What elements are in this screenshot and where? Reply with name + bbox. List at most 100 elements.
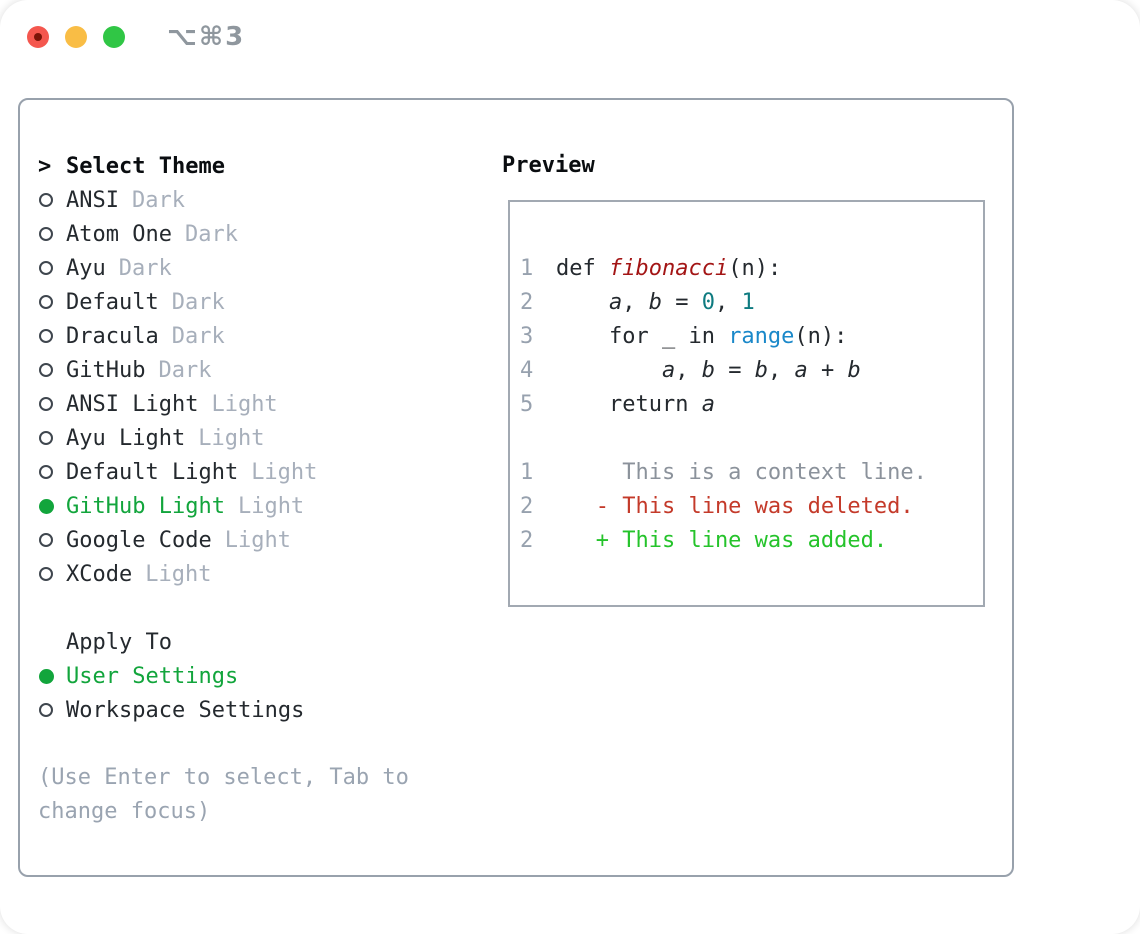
line-number: 1 — [520, 459, 534, 485]
option-label: ANSI Light — [66, 391, 199, 417]
theme-variant-tag: Dark — [171, 289, 225, 315]
radio-marker — [38, 363, 66, 377]
radio-selected-icon — [39, 668, 54, 684]
option-label: Atom One — [66, 221, 172, 247]
theme-variant-tag: Light — [211, 391, 278, 417]
code-text: return a — [556, 391, 715, 417]
preview-line: 5 return a — [520, 387, 983, 421]
radio-icon — [39, 193, 53, 207]
preview-line: 2 a, b = 0, 1 — [520, 285, 983, 319]
code-text: + This line was added. — [556, 527, 888, 553]
line-number: 2 — [520, 493, 534, 519]
theme-option[interactable]: GitHub Dark — [38, 353, 468, 387]
spacer — [38, 727, 468, 761]
radio-marker — [38, 668, 66, 684]
theme-variant-tag: Light — [251, 459, 318, 485]
theme-option[interactable]: Default Dark — [38, 285, 468, 319]
option-label: User Settings — [66, 663, 239, 689]
theme-option[interactable]: ANSI Light Light — [38, 387, 468, 421]
theme-option[interactable]: Atom One Dark — [38, 217, 468, 251]
theme-option[interactable]: GitHub Light Light — [38, 489, 468, 523]
code-text: for _ in range(n): — [556, 323, 848, 349]
radio-marker — [38, 465, 66, 479]
preview-title: Preview — [502, 153, 595, 178]
preview-line — [520, 421, 983, 455]
theme-option[interactable]: Default Light Light — [38, 455, 468, 489]
code-text: This is a context line. — [556, 459, 927, 485]
window-shortcut-label: ⌥⌘3 — [167, 22, 246, 52]
hint-line-2: change focus) — [38, 799, 211, 824]
line-number: 2 — [520, 289, 534, 315]
theme-variant-tag: Light — [198, 425, 265, 451]
option-label: ANSI — [66, 187, 119, 213]
radio-marker — [38, 261, 66, 275]
line-number: 2 — [520, 527, 534, 553]
radio-marker — [38, 533, 66, 547]
theme-option[interactable]: Google Code Light — [38, 523, 468, 557]
apply-to-option[interactable]: Workspace Settings — [38, 693, 468, 727]
radio-marker — [38, 498, 66, 514]
radio-icon — [39, 703, 53, 717]
option-label: Google Code — [66, 527, 212, 553]
radio-icon — [39, 567, 53, 581]
radio-marker — [38, 329, 66, 343]
radio-icon — [39, 295, 53, 309]
apply-to-option[interactable]: User Settings — [38, 659, 468, 693]
radio-icon — [39, 261, 53, 275]
radio-marker — [38, 193, 66, 207]
option-label: Default Light — [66, 459, 239, 485]
option-label: GitHub Light — [66, 493, 225, 519]
prompt-icon: > — [38, 153, 52, 179]
code-text: a, b = 0, 1 — [608, 289, 755, 315]
radio-icon — [39, 397, 53, 411]
radio-icon — [39, 329, 53, 343]
preview-line: 1 This is a context line. — [520, 455, 983, 489]
minimize-button[interactable] — [65, 26, 87, 48]
theme-variant-tag: Light — [224, 527, 291, 553]
radio-icon — [39, 363, 53, 377]
radio-icon — [39, 431, 53, 445]
code-text: - This line was deleted. — [556, 493, 914, 519]
radio-selected-icon — [39, 498, 54, 514]
zoom-button[interactable] — [103, 26, 125, 48]
close-dot-icon — [34, 33, 42, 41]
radio-marker — [38, 431, 66, 445]
code-text: a, b = b, a + b — [661, 357, 861, 383]
option-label: Default — [66, 289, 159, 315]
apply-to-title: Apply To — [66, 629, 172, 655]
radio-icon — [39, 465, 53, 479]
theme-variant-tag: Light — [237, 493, 305, 519]
radio-icon — [39, 533, 53, 547]
spacer — [38, 591, 468, 625]
option-label: Ayu — [66, 255, 106, 281]
line-number: 3 — [520, 323, 534, 349]
radio-marker — [38, 227, 66, 241]
hint-text: (Use Enter to select, Tab to change focu… — [38, 761, 468, 829]
radio-marker — [38, 295, 66, 309]
hint-line-1: (Use Enter to select, Tab to — [38, 765, 409, 790]
preview-line: 2 + This line was added. — [520, 523, 983, 557]
theme-variant-tag: Dark — [158, 357, 212, 383]
radio-marker — [38, 397, 66, 411]
option-label: Workspace Settings — [66, 697, 305, 723]
option-label: GitHub — [66, 357, 146, 383]
theme-variant-tag: Dark — [184, 221, 238, 247]
theme-variant-tag: Dark — [131, 187, 185, 213]
select-theme-header: > Select Theme — [38, 149, 468, 183]
option-label: Dracula — [66, 323, 159, 349]
select-theme-title: Select Theme — [66, 153, 225, 179]
preview-line: 2 - This line was deleted. — [520, 489, 983, 523]
theme-option[interactable]: ANSI Dark — [38, 183, 468, 217]
radio-icon — [39, 227, 53, 241]
close-button[interactable] — [27, 26, 49, 48]
